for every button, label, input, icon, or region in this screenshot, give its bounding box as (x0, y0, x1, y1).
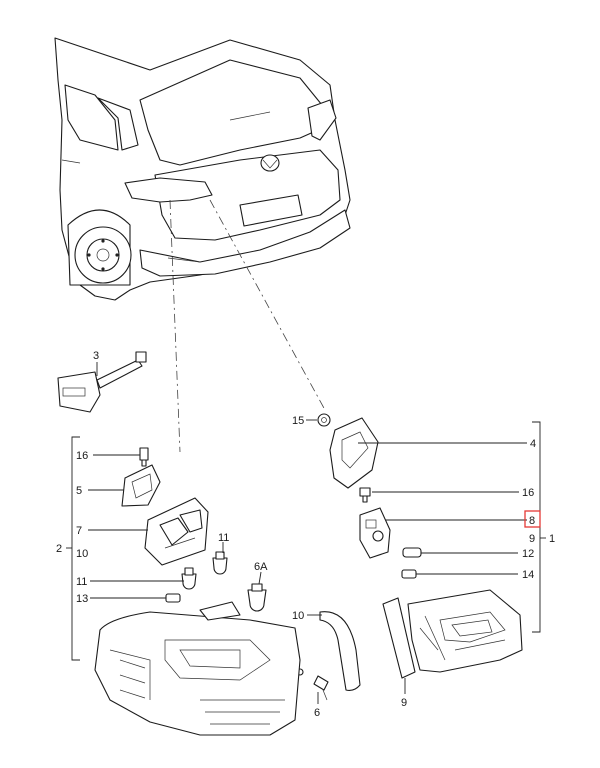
leader-right-lamp (209, 199, 326, 411)
callout-10-right: 10 (292, 610, 304, 622)
part-16-screw-right (359, 487, 371, 503)
part-9-trim-strip (382, 597, 416, 679)
part-15-nut (317, 413, 331, 427)
right-tail-lamp (407, 589, 523, 673)
callout-4: 4 (530, 438, 536, 450)
part-4-gasket (329, 417, 379, 489)
callout-5: 5 (76, 485, 82, 497)
highlight-box-part-8 (524, 510, 541, 528)
callout-12: 12 (522, 548, 534, 560)
callout-16-left: 16 (76, 450, 88, 462)
leader-lines (88, 362, 527, 704)
callout-labels: 15 4 3 16 5 7 2 10 11 11 13 6A 10 6 16 8… (56, 350, 555, 719)
callout-10-left: 10 (76, 548, 88, 560)
part-6-screw (296, 668, 329, 701)
vehicle-rear-illustration (54, 37, 351, 301)
part-10-trim-cover (319, 611, 361, 691)
callout-11-upper: 11 (218, 532, 229, 544)
part-11-bulb-lower (181, 567, 197, 590)
callout-13: 13 (76, 593, 88, 605)
part-13-small-bulb (165, 593, 181, 603)
part-12-bulb (402, 547, 422, 558)
callout-8: 8 (529, 515, 535, 527)
callout-6: 6 (314, 707, 320, 719)
left-tail-lamp-housing (94, 601, 301, 736)
part-6a-bulb (247, 583, 267, 612)
leader-left-lamp (169, 199, 181, 453)
callout-3: 3 (93, 350, 99, 362)
callout-7: 7 (76, 525, 82, 537)
callout-16-right: 16 (522, 487, 534, 499)
callout-14: 14 (522, 569, 534, 581)
callout-9-bottom: 9 (401, 697, 407, 709)
part-8-bulb-carrier (359, 507, 391, 559)
part-3-wiring-harness (57, 351, 147, 413)
part-5-gasket (121, 464, 161, 507)
callout-1: 1 (549, 533, 555, 545)
callout-6a: 6A (254, 561, 268, 573)
callout-15: 15 (292, 415, 304, 427)
part-16-screw-left (139, 447, 149, 467)
callout-9-right: 9 (529, 533, 535, 545)
part-7-bulb-holder (144, 497, 209, 566)
part-14-bulb (401, 569, 417, 579)
callout-11-lower: 11 (76, 576, 87, 588)
group-bracket-left (66, 436, 80, 661)
part-11-bulb-upper (212, 551, 228, 575)
callout-2: 2 (56, 543, 62, 555)
